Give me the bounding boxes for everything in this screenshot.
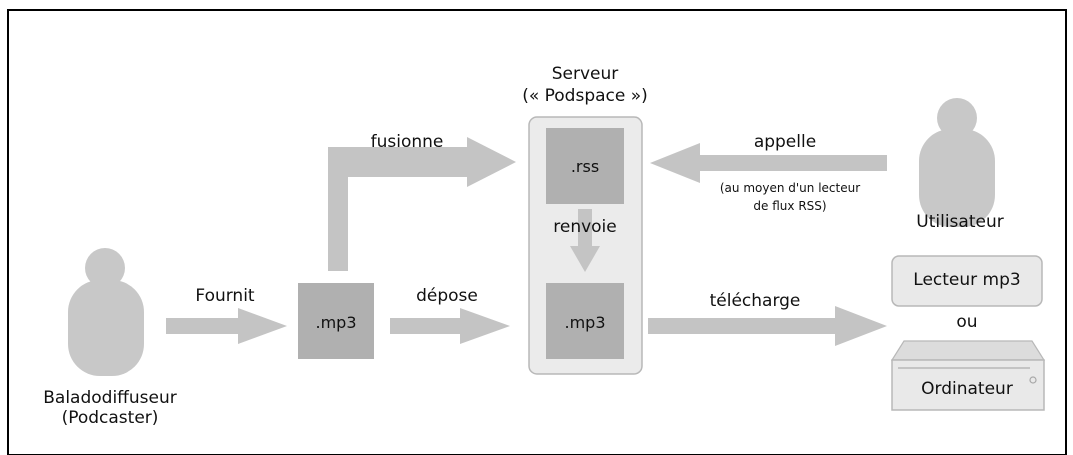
mp3-player-device (891, 255, 1043, 307)
return-arrow-label: renvoie (553, 217, 617, 237)
power-led-icon (1029, 376, 1037, 384)
podcaster-label-line1: Baladodiffuseur (43, 388, 177, 408)
rss-box (546, 128, 624, 204)
call-arrow-label: appelle (753, 132, 817, 152)
podcaster-icon (68, 248, 144, 376)
server-title-line2: (« Podspace ») (522, 86, 648, 106)
local-mp3-label: .mp3 (315, 313, 357, 332)
call-note-line1: (au moyen d'un lecteur (719, 181, 861, 195)
user-label: Utilisateur (916, 212, 1004, 232)
user-icon (919, 98, 995, 227)
merge-arrow-label: fusionne (370, 132, 444, 152)
provide-arrow-label: Fournit (195, 286, 255, 306)
call-arrow (650, 143, 887, 183)
server-mp3-label: .mp3 (564, 313, 606, 332)
download-arrow (648, 306, 887, 346)
server-mp3-box (546, 283, 624, 359)
server-title-line1: Serveur (551, 64, 619, 84)
mp3-player-label: Lecteur mp3 (913, 270, 1021, 290)
provide-arrow (166, 308, 287, 344)
computer-label: Ordinateur (921, 379, 1013, 399)
call-note-line2: de flux RSS) (753, 199, 827, 213)
podcaster-label-line2: (Podcaster) (61, 408, 159, 428)
merge-arrow (328, 137, 516, 271)
local-mp3-box (298, 283, 374, 359)
download-arrow-label: télécharge (709, 291, 801, 311)
computer-device (890, 340, 1046, 411)
deposit-arrow (390, 308, 510, 344)
deposit-arrow-label: dépose (416, 286, 478, 306)
return-arrow (570, 209, 600, 272)
rss-label: .rss (570, 157, 600, 176)
or-label: ou (956, 312, 978, 332)
